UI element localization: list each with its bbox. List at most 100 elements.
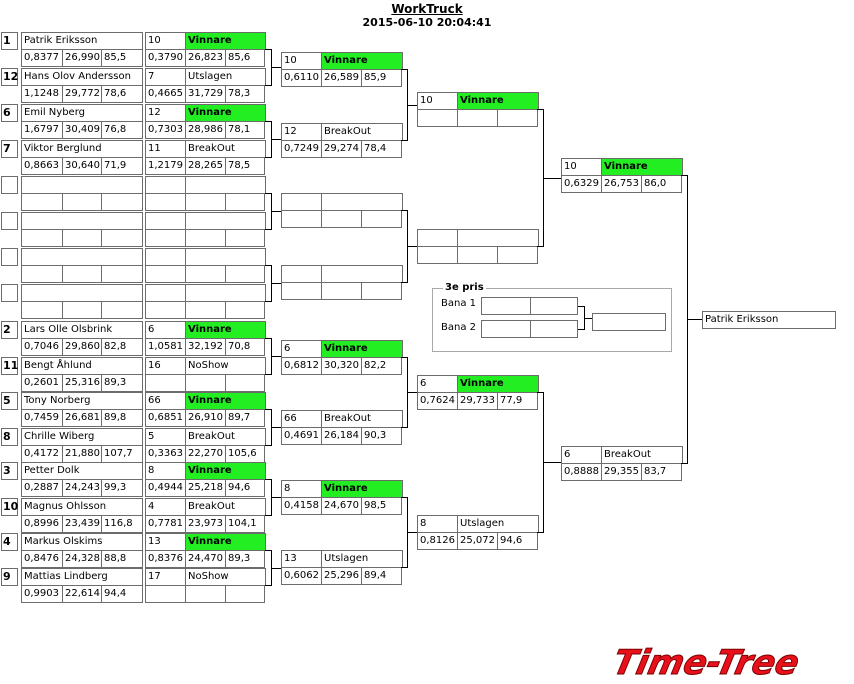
entry-status[interactable] xyxy=(185,212,266,230)
driver-speed[interactable]: 85,5 xyxy=(101,49,143,67)
entry-time[interactable]: 25,296 xyxy=(321,567,362,585)
driver-time[interactable]: 24,243 xyxy=(62,479,102,497)
entry-time[interactable] xyxy=(457,109,498,127)
entry-status[interactable] xyxy=(185,176,266,194)
entry-reaction[interactable]: 0,3363 xyxy=(145,445,186,463)
driver-time[interactable]: 30,640 xyxy=(62,157,102,175)
entry-number[interactable]: 12 xyxy=(281,123,322,141)
driver-speed[interactable]: 78,6 xyxy=(101,85,143,103)
driver-name[interactable]: Petter Dolk xyxy=(21,462,143,480)
entry-speed[interactable]: 70,8 xyxy=(225,338,265,356)
entry-number[interactable]: 6 xyxy=(417,375,458,393)
entry-reaction[interactable]: 0,8888 xyxy=(561,463,602,481)
driver-time[interactable]: 21,880 xyxy=(62,445,102,463)
driver-name[interactable]: Mattias Lindberg xyxy=(21,568,143,586)
entry-status[interactable]: Vinnare xyxy=(185,321,266,339)
entry-reaction[interactable]: 0,8126 xyxy=(417,532,458,550)
entry-number[interactable]: 10 xyxy=(281,52,322,70)
entry-time[interactable] xyxy=(185,229,226,247)
driver-name[interactable] xyxy=(21,176,143,194)
entry-number[interactable] xyxy=(145,212,186,230)
entry-speed[interactable]: 78,3 xyxy=(225,85,265,103)
driver-reaction[interactable]: 0,8476 xyxy=(21,550,63,568)
driver-name[interactable]: Bengt Åhlund xyxy=(21,357,143,375)
entry-status[interactable]: Utslagen xyxy=(321,550,403,568)
entry-time[interactable]: 25,218 xyxy=(185,479,226,497)
entry-number[interactable]: 6 xyxy=(561,446,602,464)
driver-reaction[interactable]: 0,4172 xyxy=(21,445,63,463)
entry-number[interactable]: 66 xyxy=(145,392,186,410)
driver-reaction[interactable] xyxy=(21,265,63,283)
entry-reaction[interactable]: 0,6851 xyxy=(145,409,186,427)
entry-speed[interactable]: 83,7 xyxy=(641,463,682,481)
entry-time[interactable] xyxy=(185,265,226,283)
entry-reaction[interactable]: 0,3790 xyxy=(145,49,186,67)
driver-name[interactable] xyxy=(21,212,143,230)
driver-name[interactable]: Patrik Eriksson xyxy=(21,32,143,50)
driver-speed[interactable]: 71,9 xyxy=(101,157,143,175)
entry-status[interactable]: Vinnare xyxy=(321,480,403,498)
driver-name[interactable]: Hans Olov Andersson xyxy=(21,68,143,86)
third-lane2-b[interactable] xyxy=(530,320,578,338)
driver-name[interactable]: Tony Norberg xyxy=(21,392,143,410)
entry-speed[interactable] xyxy=(497,246,538,264)
entry-reaction[interactable]: 1,0581 xyxy=(145,338,186,356)
entry-time[interactable] xyxy=(185,374,226,392)
driver-speed[interactable]: 99,3 xyxy=(101,479,143,497)
driver-reaction[interactable]: 1,6797 xyxy=(21,121,63,139)
entry-time[interactable] xyxy=(321,210,362,228)
entry-status[interactable] xyxy=(185,284,266,302)
entry-reaction[interactable]: 0,4691 xyxy=(281,427,322,445)
entry-time[interactable]: 25,072 xyxy=(457,532,498,550)
entry-reaction[interactable]: 0,8376 xyxy=(145,550,186,568)
driver-reaction[interactable]: 0,7046 xyxy=(21,338,63,356)
entry-number[interactable]: 6 xyxy=(281,340,322,358)
entry-speed[interactable]: 86,0 xyxy=(641,175,682,193)
entry-reaction[interactable]: 0,6329 xyxy=(561,175,602,193)
entry-number[interactable]: 6 xyxy=(145,321,186,339)
entry-time[interactable]: 28,265 xyxy=(185,157,226,175)
entry-speed[interactable] xyxy=(225,193,265,211)
final-winner[interactable]: Patrik Eriksson xyxy=(702,311,836,329)
driver-name[interactable]: Chrille Wiberg xyxy=(21,428,143,446)
entry-time[interactable]: 28,986 xyxy=(185,121,226,139)
entry-number[interactable]: 8 xyxy=(281,480,322,498)
entry-time[interactable] xyxy=(185,585,226,603)
driver-time[interactable]: 30,409 xyxy=(62,121,102,139)
entry-time[interactable] xyxy=(185,193,226,211)
entry-status[interactable]: BreakOut xyxy=(185,140,266,158)
driver-time[interactable]: 29,772 xyxy=(62,85,102,103)
driver-name[interactable]: Viktor Berglund xyxy=(21,140,143,158)
entry-number[interactable] xyxy=(145,176,186,194)
entry-number[interactable]: 5 xyxy=(145,428,186,446)
driver-reaction[interactable]: 0,9903 xyxy=(21,585,63,603)
entry-number[interactable]: 17 xyxy=(145,568,186,586)
driver-name[interactable]: Magnus Ohlsson xyxy=(21,498,143,516)
entry-reaction[interactable]: 0,7303 xyxy=(145,121,186,139)
entry-reaction[interactable]: 1,2179 xyxy=(145,157,186,175)
entry-speed[interactable]: 105,6 xyxy=(225,445,265,463)
driver-speed[interactable]: 94,4 xyxy=(101,585,143,603)
entry-number[interactable]: 11 xyxy=(145,140,186,158)
entry-time[interactable]: 31,729 xyxy=(185,85,226,103)
entry-speed[interactable]: 85,9 xyxy=(361,69,402,87)
entry-time[interactable] xyxy=(457,246,498,264)
entry-speed[interactable]: 77,9 xyxy=(497,392,538,410)
driver-name[interactable] xyxy=(21,248,143,266)
entry-speed[interactable]: 94,6 xyxy=(497,532,538,550)
driver-time[interactable]: 22,614 xyxy=(62,585,102,603)
entry-reaction[interactable]: 0,6062 xyxy=(281,567,322,585)
entry-status[interactable] xyxy=(457,229,539,247)
entry-status[interactable]: BreakOut xyxy=(321,410,403,428)
entry-speed[interactable]: 94,6 xyxy=(225,479,265,497)
driver-speed[interactable]: 88,8 xyxy=(101,550,143,568)
entry-status[interactable]: Utslagen xyxy=(457,515,539,533)
entry-speed[interactable] xyxy=(225,585,265,603)
entry-status[interactable]: Vinnare xyxy=(185,104,266,122)
entry-reaction[interactable] xyxy=(145,374,186,392)
driver-reaction[interactable]: 0,8663 xyxy=(21,157,63,175)
entry-status[interactable]: Vinnare xyxy=(457,92,539,110)
driver-reaction[interactable] xyxy=(21,229,63,247)
third-lane1-a[interactable] xyxy=(481,297,531,315)
entry-status[interactable] xyxy=(321,265,403,283)
